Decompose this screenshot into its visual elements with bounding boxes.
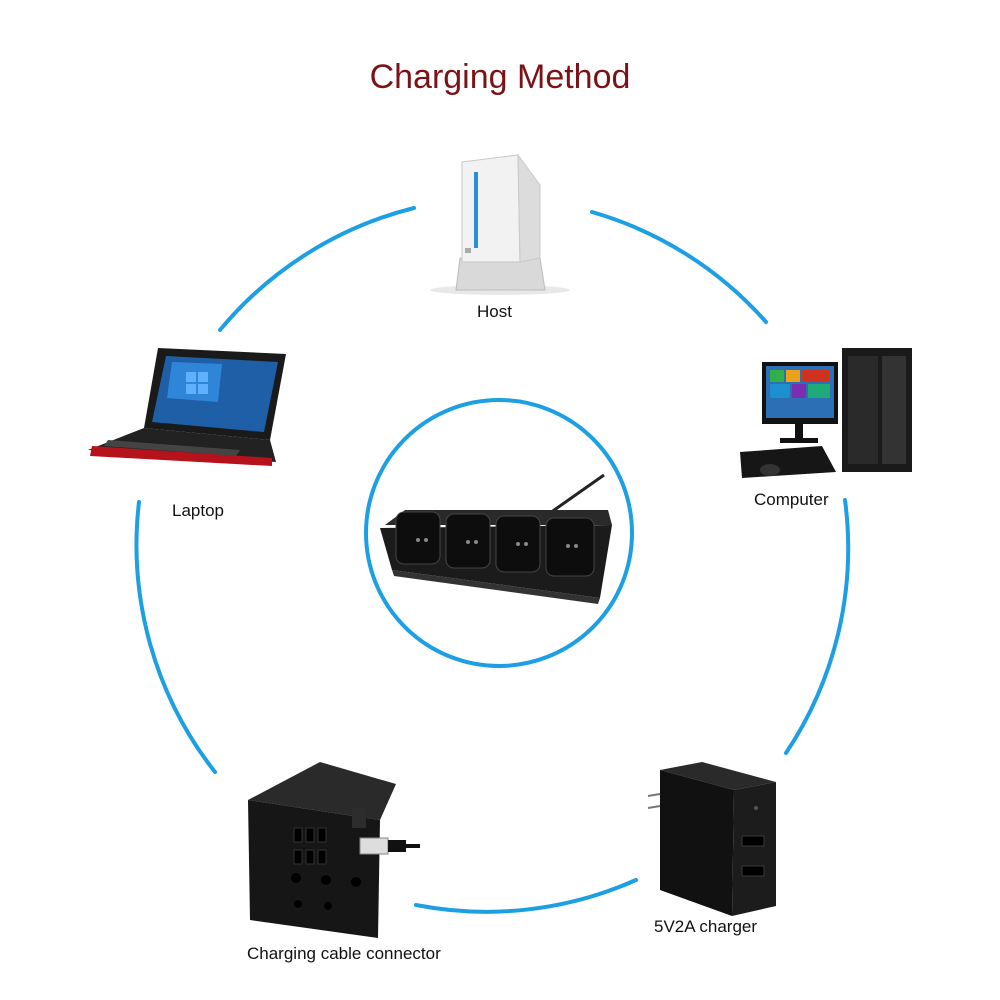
ring-arc-laptop-host bbox=[218, 206, 416, 332]
ring-arc-connector-laptop bbox=[134, 500, 217, 774]
center-ring bbox=[364, 398, 634, 668]
diagram-title: Charging Method bbox=[369, 58, 631, 96]
ring-arc-charger-connector bbox=[414, 878, 638, 914]
ring-arc-computer-charger bbox=[784, 498, 851, 755]
power-strip-icon bbox=[248, 762, 420, 938]
wall-charger-icon bbox=[647, 762, 776, 916]
outer-ring bbox=[134, 206, 851, 914]
node-label-connector: Charging cable connector bbox=[247, 944, 441, 963]
game-console-icon bbox=[430, 153, 570, 295]
node-label-charger: 5V2A charger bbox=[654, 917, 758, 936]
node-label-computer: Computer bbox=[754, 490, 829, 509]
ring-arc-host-computer bbox=[590, 210, 768, 324]
node-label-laptop: Laptop bbox=[172, 501, 224, 520]
node-label-host: Host bbox=[477, 302, 512, 321]
desktop-computer-icon bbox=[740, 348, 912, 478]
laptop-icon bbox=[88, 348, 286, 466]
charging-dock-icon bbox=[380, 473, 612, 604]
